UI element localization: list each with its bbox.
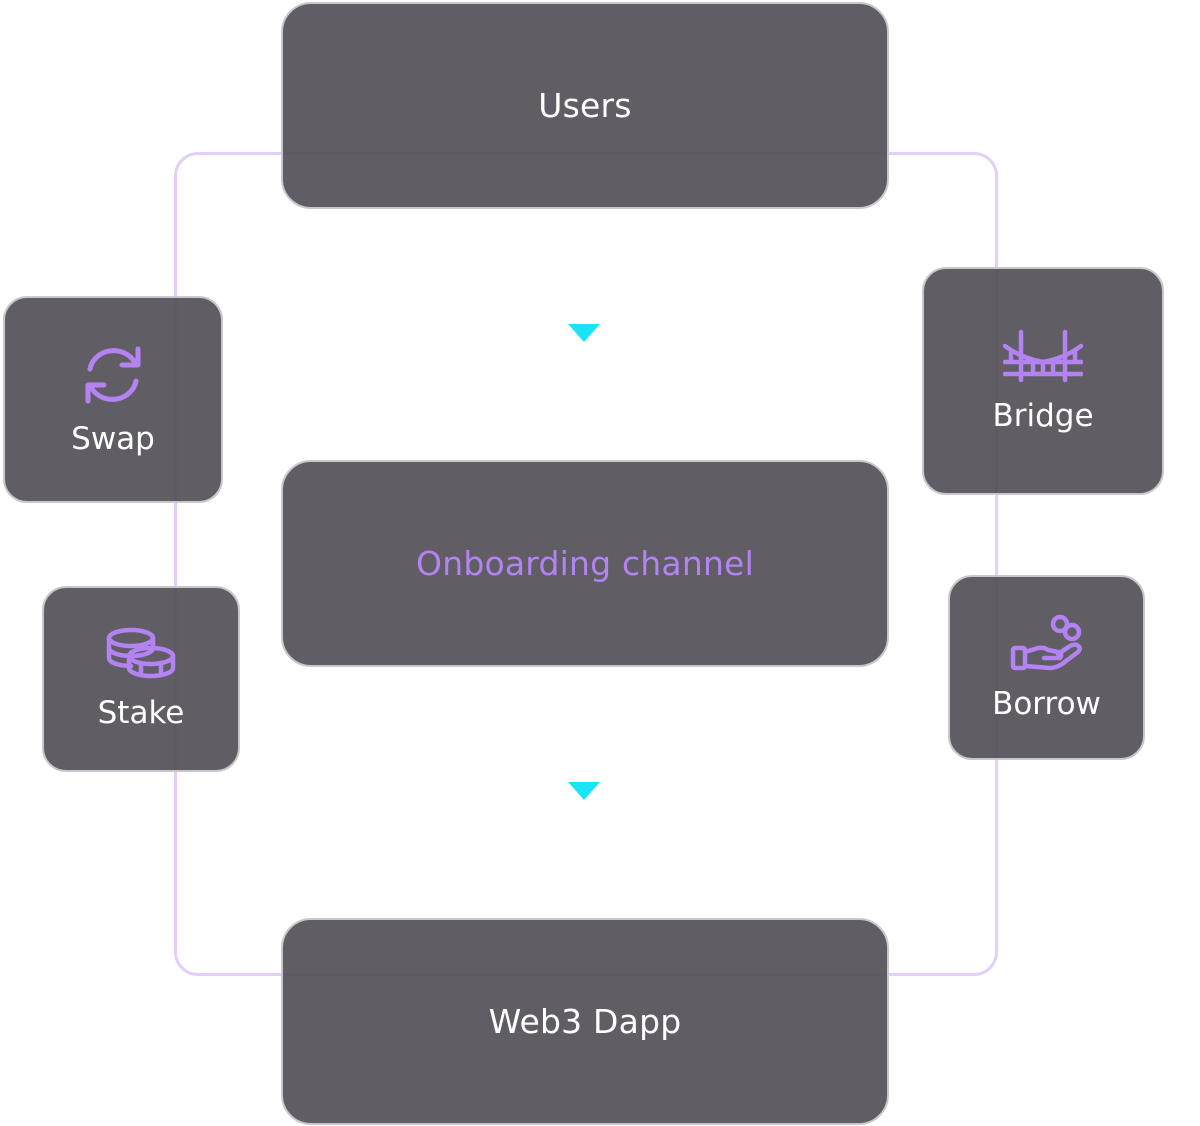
borrow-label: Borrow <box>992 685 1101 722</box>
stake-card: Stake <box>42 586 240 772</box>
bridge-label: Bridge <box>992 398 1094 434</box>
flow-arrow-down-icon <box>568 782 600 800</box>
swap-label: Swap <box>71 420 155 457</box>
bridge-icon <box>1003 328 1083 384</box>
flow-arrow-down-icon <box>568 324 600 342</box>
swap-card: Swap <box>3 296 223 503</box>
bridge-card: Bridge <box>922 267 1164 495</box>
onboarding-label: Onboarding channel <box>416 544 754 583</box>
hand-coins-icon <box>1010 614 1084 672</box>
stake-label: Stake <box>97 695 185 731</box>
borrow-card: Borrow <box>948 575 1145 760</box>
dapp-label: Web3 Dapp <box>488 1002 682 1041</box>
swap-arrows-icon <box>80 343 146 407</box>
coins-stack-icon <box>105 627 177 681</box>
onboarding-node: Onboarding channel <box>281 460 889 667</box>
users-node: Users <box>281 2 889 209</box>
dapp-node: Web3 Dapp <box>281 918 889 1125</box>
users-label: Users <box>538 86 632 125</box>
